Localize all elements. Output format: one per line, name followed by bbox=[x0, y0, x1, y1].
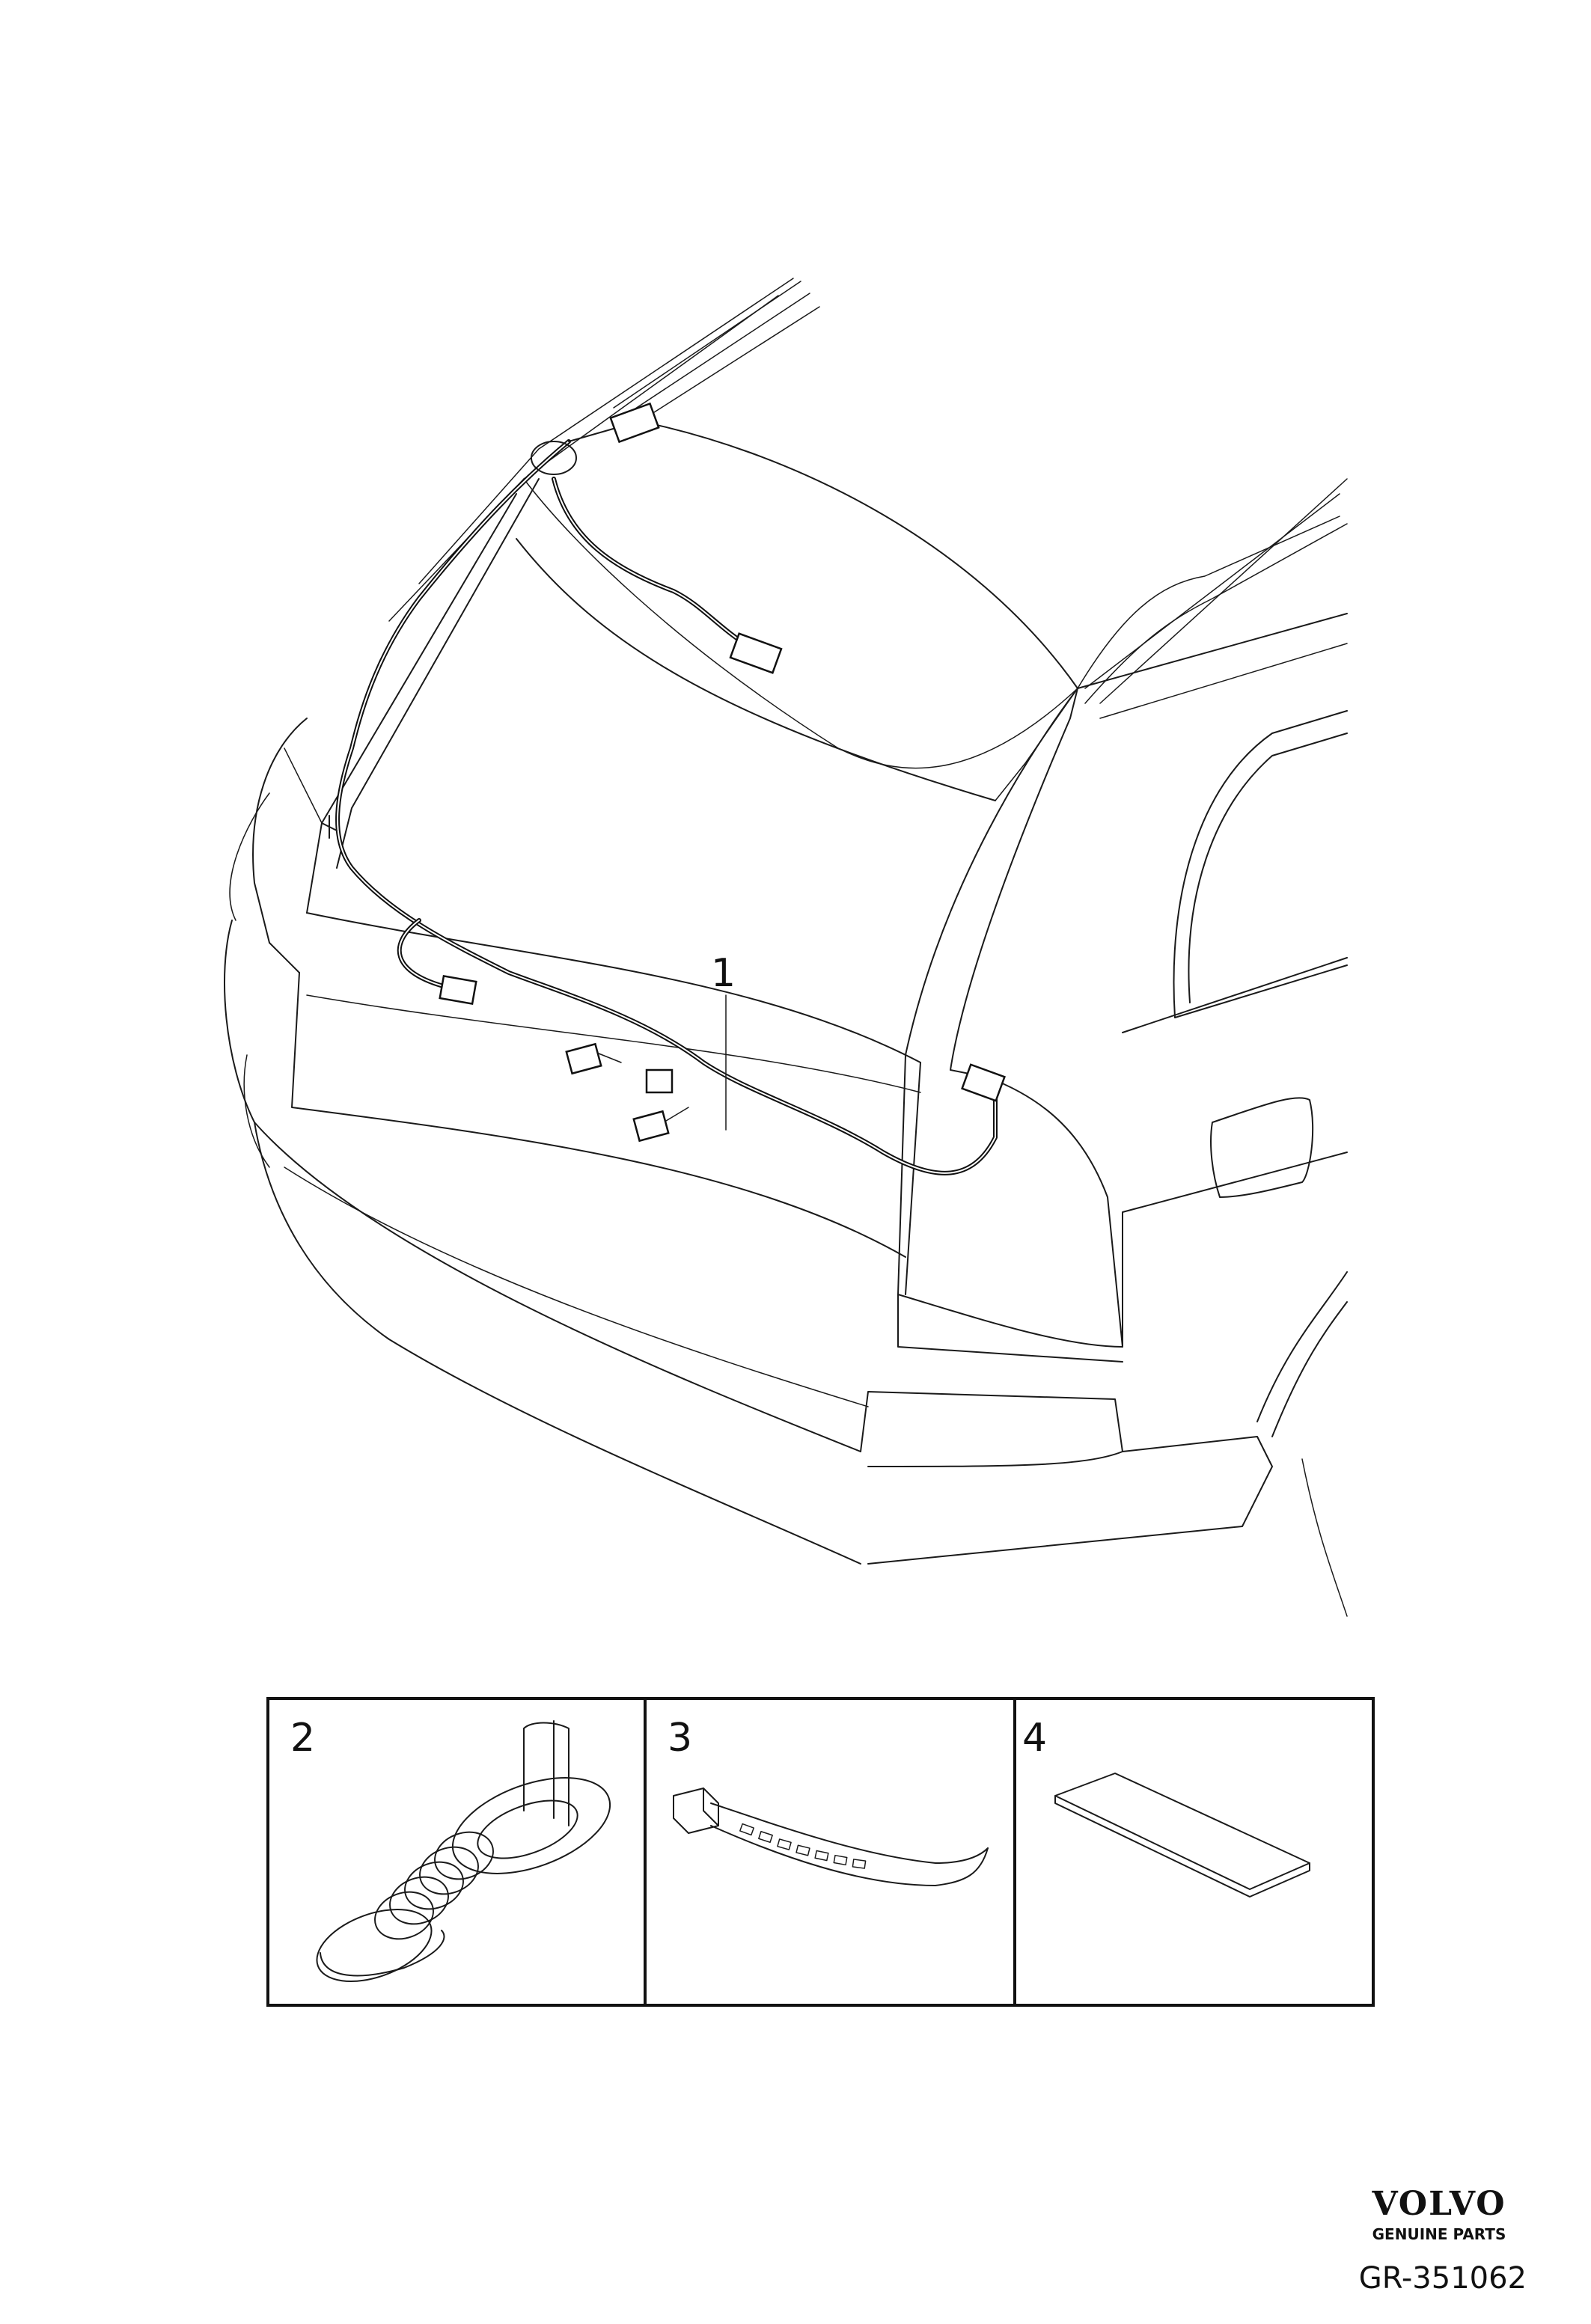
grommet-box bbox=[266, 1697, 647, 2007]
cable-tie-box bbox=[644, 1697, 1016, 2007]
tape-illustration bbox=[1054, 1773, 1310, 1898]
callout-tape: 4 bbox=[1022, 1716, 1047, 1761]
cable-tie-illustration bbox=[673, 1788, 989, 1886]
callout-harness: 1 bbox=[711, 951, 736, 996]
wiring-harness bbox=[321, 402, 1006, 1175]
figure-code: GR-351062 bbox=[1358, 2261, 1527, 2296]
car-body-illustration bbox=[224, 278, 1348, 1617]
genuine-parts-label: GENUINE PARTS bbox=[1372, 2225, 1506, 2243]
callout-cable-tie: 3 bbox=[668, 1716, 692, 1761]
grommet-illustration bbox=[316, 1720, 611, 1983]
volvo-logo-text: VOLVO bbox=[1372, 2185, 1506, 2223]
callout-grommet: 2 bbox=[290, 1716, 315, 1761]
tape-box bbox=[1013, 1697, 1375, 2007]
accessory-parts-table bbox=[266, 1697, 1375, 2007]
